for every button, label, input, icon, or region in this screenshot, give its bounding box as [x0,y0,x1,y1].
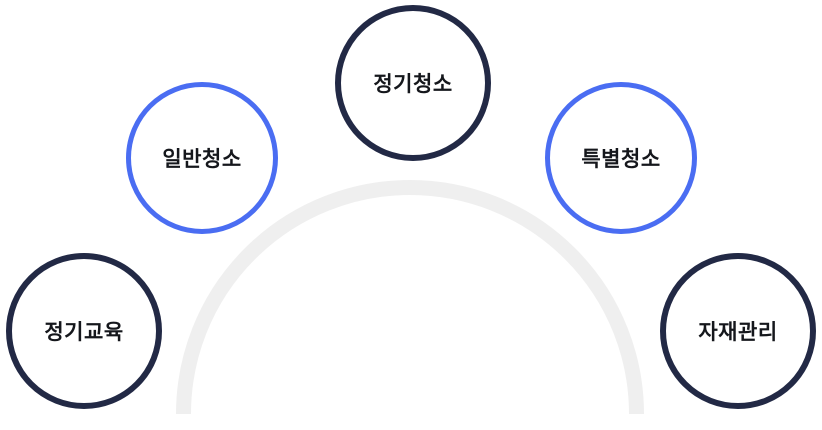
node-general-cleaning: 일반청소 [126,82,278,234]
node-general-cleaning-label: 일반청소 [162,148,242,171]
node-material-management-label: 자재관리 [698,321,778,344]
node-special-cleaning: 특별청소 [545,82,697,234]
node-material-management: 자재관리 [660,253,816,409]
node-regular-cleaning: 정기청소 [335,5,491,161]
node-regular-training-label: 정기교육 [44,321,124,344]
node-regular-cleaning-label: 정기청소 [373,73,453,96]
arch-arc-path [176,180,644,415]
node-special-cleaning-label: 특별청소 [581,148,661,171]
node-regular-training: 정기교육 [6,253,162,409]
